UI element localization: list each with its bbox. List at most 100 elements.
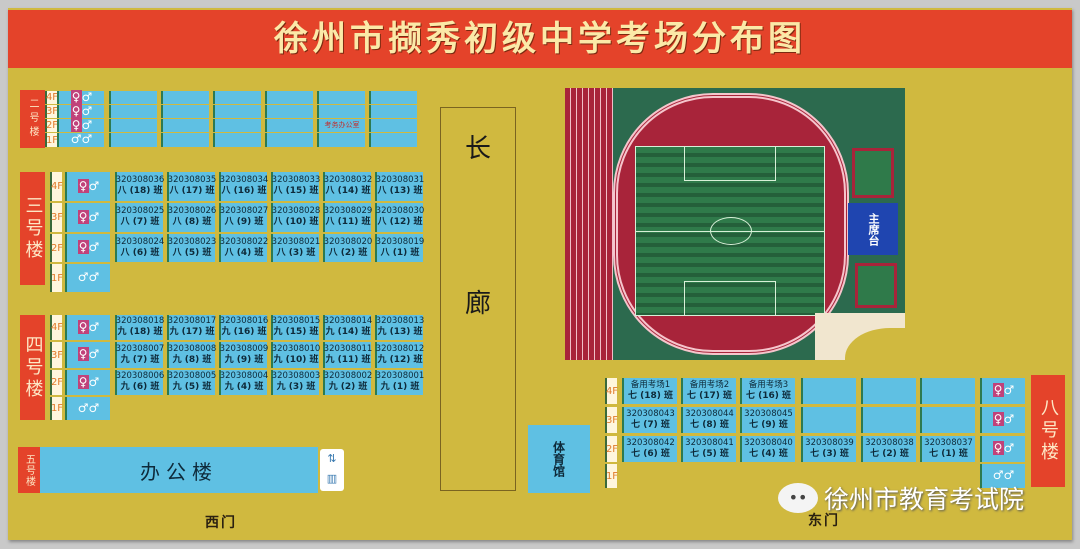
rostrum: 主席台: [848, 203, 898, 255]
room-code: 320308036: [115, 175, 165, 186]
floor-label-3F: 3F: [50, 342, 63, 368]
floor-label-1F: 1F: [45, 133, 59, 147]
restroom: ♂♂: [57, 132, 104, 147]
floor-label-3F: 3F: [45, 105, 59, 118]
room-code: 320308023: [167, 236, 217, 247]
class-name: 九 (1) 班: [380, 382, 420, 393]
room-code: 320308033: [271, 175, 321, 186]
class-name: 七 (3) 班: [810, 448, 849, 459]
room-code: 320308010: [271, 343, 321, 354]
restroom: ♂♂: [980, 464, 1025, 488]
room-code: 320308018: [115, 316, 165, 327]
room: [161, 133, 209, 147]
class-name: 七 (6) 班: [631, 448, 670, 459]
floor-label-1F: 1F: [605, 464, 618, 488]
room-code: 320308042: [626, 437, 675, 448]
class-name: 八 (12) 班: [377, 217, 423, 228]
class-name: 九 (9) 班: [224, 354, 264, 365]
sports-field: 主席台: [565, 88, 905, 360]
room: [801, 407, 856, 433]
room-code: 320308030: [375, 206, 425, 217]
class-name: 八 (10) 班: [273, 217, 319, 228]
room-code: 320308037: [924, 437, 973, 448]
class-name: 八 (14) 班: [325, 186, 371, 197]
room-code: 320308008: [167, 343, 217, 354]
room-code: 320308011: [323, 343, 373, 354]
room-code: 320308015: [271, 316, 321, 327]
room-code: 320308005: [167, 371, 217, 382]
class-name: 八 (7) 班: [120, 217, 160, 228]
restroom-icon: ♀♂: [77, 374, 100, 389]
room: [161, 91, 209, 104]
restroom: ♂♂: [65, 264, 110, 292]
room-code: 320308009: [219, 343, 269, 354]
class-name: 九 (8) 班: [172, 354, 212, 365]
room: [369, 105, 417, 118]
building4-label: 四号楼: [20, 315, 45, 420]
room-code: 320308003: [271, 371, 321, 382]
room-code: 备用考场1: [630, 379, 671, 390]
room-code: 320308004: [219, 371, 269, 382]
room: [109, 91, 157, 104]
room-code: 320308017: [167, 316, 217, 327]
room-code: 320308026: [167, 206, 217, 217]
room: [317, 91, 365, 104]
restroom: ♀♂: [57, 89, 104, 104]
west-gate-label: 西门: [205, 515, 237, 531]
class-name: 八 (18) 班: [117, 186, 163, 197]
restroom-icon: ♀♂: [70, 117, 93, 132]
restroom-icon: ♀♂: [70, 89, 93, 104]
class-name: 八 (5) 班: [172, 247, 212, 258]
class-name: 七 (2) 班: [870, 448, 909, 459]
room: [161, 119, 209, 132]
gymnasium: 体育馆: [528, 425, 590, 493]
class-name: 七 (16) 班: [745, 390, 792, 401]
room-code: 320308002: [323, 371, 373, 382]
football-field: [635, 146, 825, 316]
room: [213, 91, 261, 104]
class-name: 九 (3) 班: [276, 382, 316, 393]
room-code: 320308025: [115, 206, 165, 217]
restroom: ♀♂: [65, 315, 110, 340]
floor-label-4F: 4F: [605, 378, 618, 404]
restroom-icon: ♀♂: [77, 347, 100, 362]
class-name: 九 (12) 班: [377, 354, 423, 365]
restroom-icon: ♂♂: [77, 270, 100, 285]
floor-label-2F: 2F: [50, 370, 63, 395]
room-code: 320308012: [375, 343, 425, 354]
room-code: 320308013: [375, 316, 425, 327]
class-name: 九 (15) 班: [273, 327, 319, 338]
wechat-icon: ••: [778, 483, 818, 513]
restroom-icon: ♀♂: [77, 178, 100, 193]
restroom: ♀♂: [65, 342, 110, 368]
restroom-icon: ♀♂: [77, 209, 100, 224]
floor-label-2F: 2F: [605, 436, 618, 462]
restroom: ♀♂: [65, 234, 110, 262]
building2-label: 二号楼: [20, 90, 45, 148]
room: [109, 133, 157, 147]
